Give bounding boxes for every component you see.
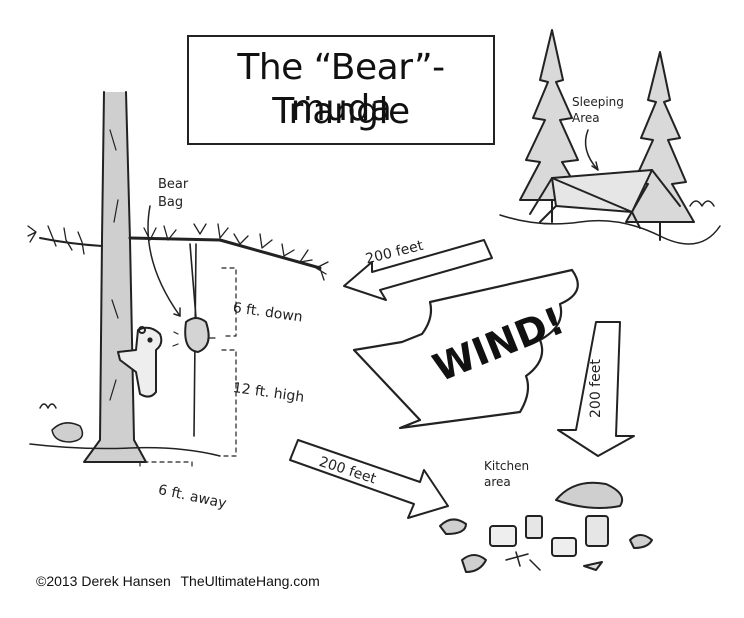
tarp-icon: [529, 169, 681, 229]
title-line-1: The “Bear”-muda: [237, 47, 445, 129]
wind-arrow-icon: [352, 268, 579, 430]
bear-bag-icon: [172, 317, 216, 353]
pine-tree-right-icon: [625, 51, 695, 241]
kitchen-area-label: Kitchen area: [484, 459, 530, 489]
credit-line: ©2013 Derek Hansen TheUltimateHang.com: [36, 573, 326, 589]
bear-bag-label: Bear Bag: [158, 177, 189, 210]
kitchen-rock-icon: [439, 481, 653, 549]
arrow-sleep-to-bag-icon: [343, 239, 493, 301]
bear-icon: [117, 326, 163, 398]
sleeping-pointer-icon: [584, 129, 599, 171]
ground-tree-icon: [29, 403, 221, 457]
title-line-2: Triangle: [272, 91, 410, 132]
arrow-bag-to-kitchen-icon: [289, 439, 449, 519]
copyright-text: ©2013 Derek Hansen: [36, 573, 171, 589]
kitchen-gear-icon: [461, 515, 609, 573]
title-box: The “Bear”-muda Triangle: [187, 35, 495, 145]
pine-needles-icon: [27, 223, 329, 281]
ground-sleeping-icon: [499, 200, 721, 245]
tree-branch-icon: [39, 236, 322, 270]
measure-guides: [139, 267, 237, 467]
bear-bag-pointer-icon: [147, 205, 181, 317]
arrow-sleep-to-kitchen-icon: [557, 321, 635, 457]
site-name-text: TheUltimateHang.com: [180, 573, 320, 589]
tree-trunk-icon: [83, 91, 147, 463]
distance-sleep-to-kitchen-label: 200 feet: [588, 359, 604, 418]
sleeping-area-label: Sleeping Area: [572, 95, 624, 125]
